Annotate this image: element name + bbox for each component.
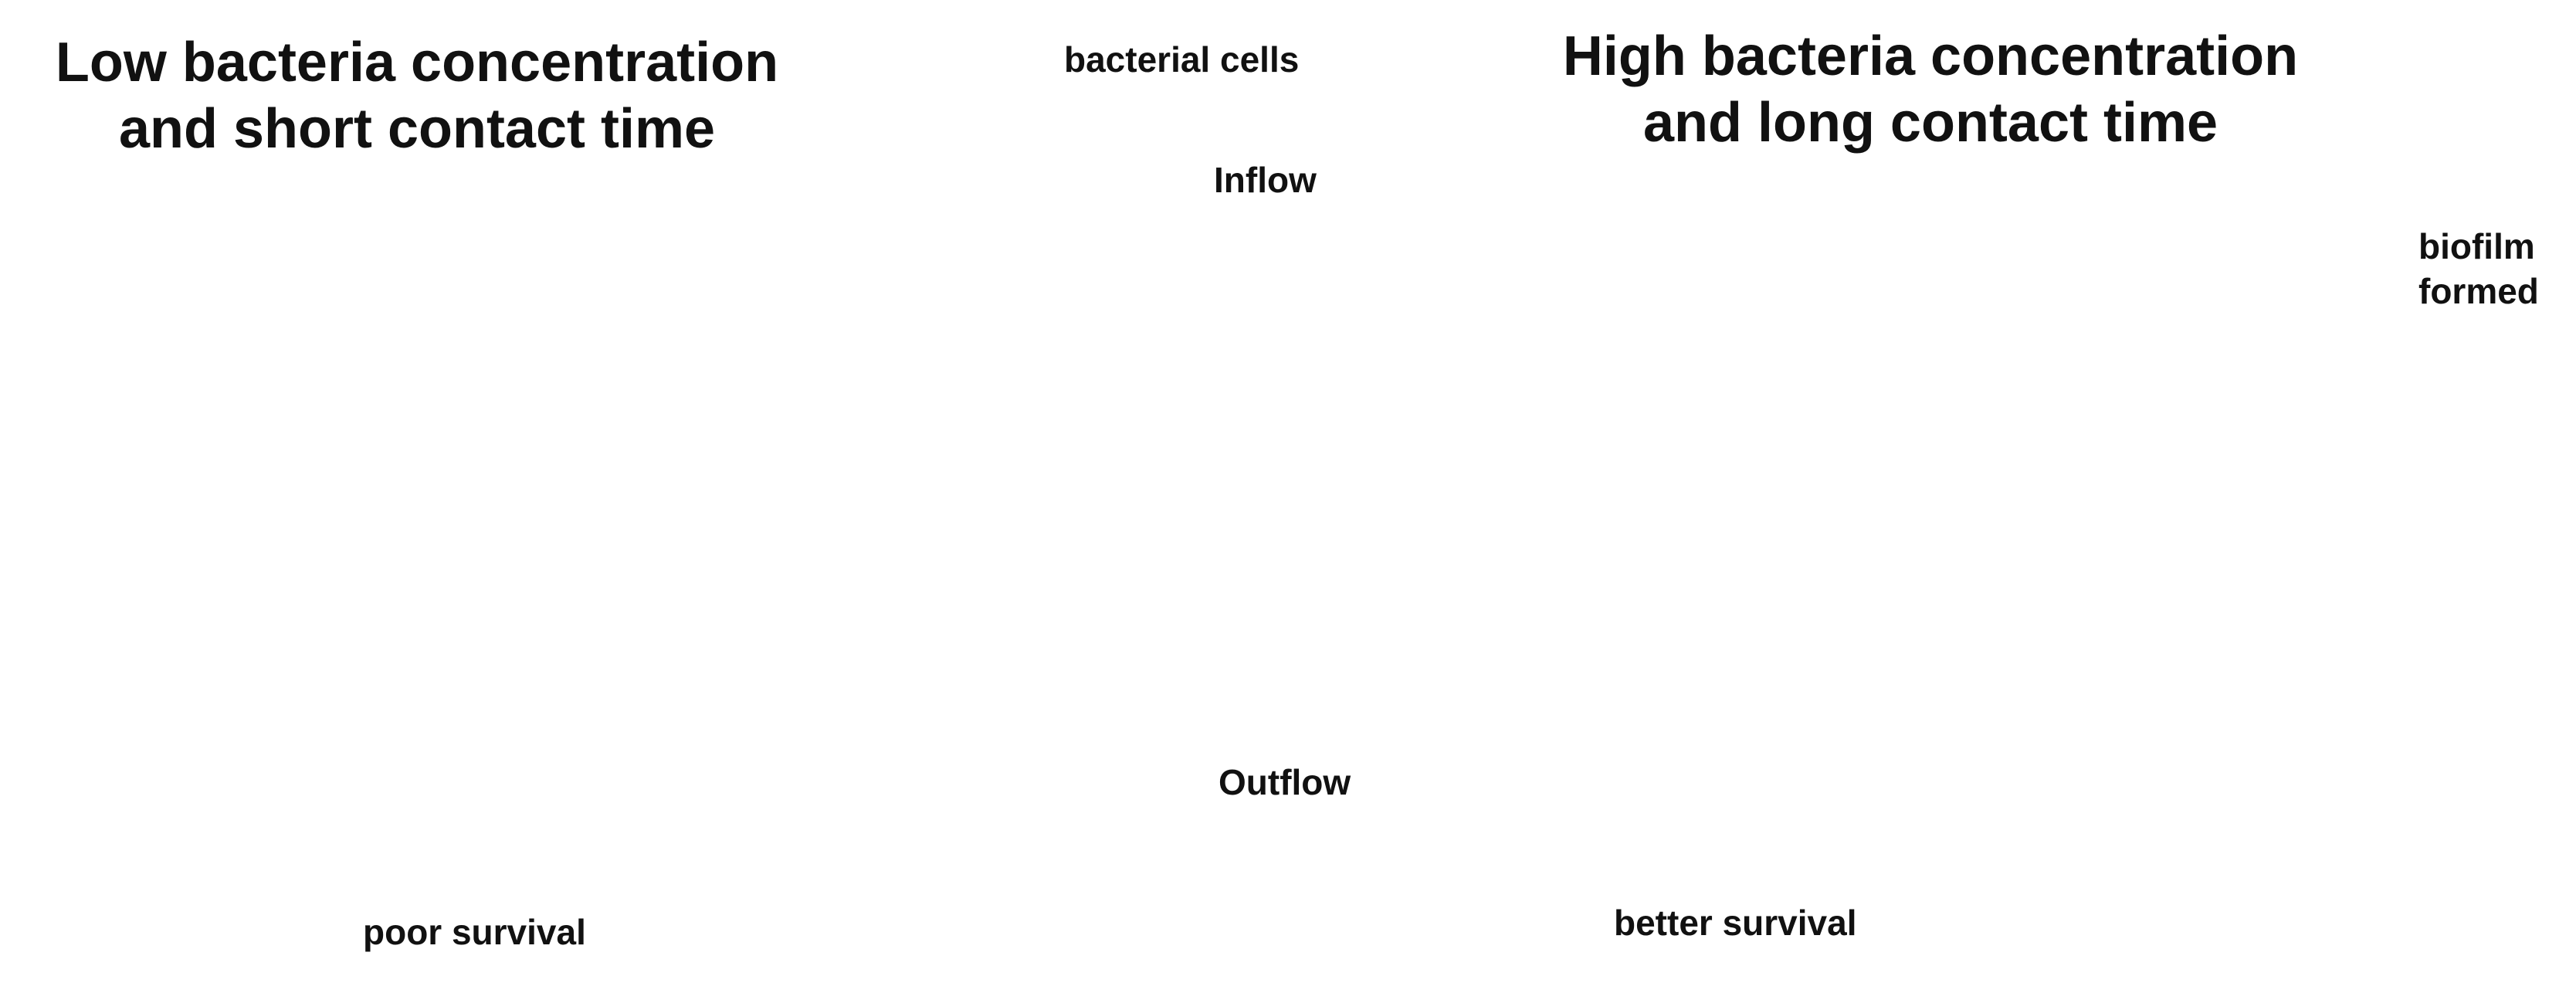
right-biofilm-particle-2 bbox=[2062, 287, 2414, 639]
bacterial-cells-label: bacterial cells bbox=[1064, 39, 1300, 80]
column-reactor-icon bbox=[1114, 162, 1256, 768]
biofilm-bacteria-2 bbox=[2069, 298, 2394, 656]
right-title: High bacteria concentration and long con… bbox=[1513, 23, 2347, 156]
outflow-label: Outflow bbox=[1219, 762, 1351, 802]
left-survival-axes bbox=[298, 595, 695, 909]
biofilm-bacteria-1 bbox=[1677, 313, 2023, 672]
inflow-label: Inflow bbox=[1214, 160, 1317, 200]
left-arrow bbox=[758, 279, 1050, 424]
left-dead-cell-marks bbox=[86, 236, 710, 356]
right-survival-axes bbox=[1594, 579, 1983, 893]
left-title-line2: and short contact time bbox=[118, 98, 716, 160]
biofilm-label-line1: biofilm bbox=[2418, 226, 2535, 266]
left-title-line1: Low bacteria concentration bbox=[55, 32, 779, 93]
left-bacteria bbox=[89, 201, 708, 545]
better-survival-label: better survival bbox=[1614, 903, 1857, 943]
left-soil-particle-1 bbox=[129, 305, 342, 518]
left-soil-particle-2 bbox=[449, 305, 663, 518]
free-bacteria-right bbox=[1773, 175, 2288, 784]
biofilm-pointer-arrow bbox=[2309, 252, 2412, 312]
outflow-bacterium bbox=[1151, 806, 1211, 883]
right-dead-cell-marks bbox=[1704, 353, 2310, 589]
right-title-line2: and long contact time bbox=[1642, 92, 2218, 154]
biofilm-label-line2: formed bbox=[2418, 271, 2539, 311]
right-biofilm-particle-1 bbox=[1677, 297, 2029, 649]
right-title-line1: High bacteria concentration bbox=[1562, 25, 2299, 87]
biofilm-label: biofilm formed bbox=[2418, 224, 2539, 313]
left-title: Low bacteria concentration and short con… bbox=[15, 29, 819, 162]
right-arrow bbox=[1314, 279, 1610, 424]
poor-survival-label: poor survival bbox=[363, 912, 586, 952]
